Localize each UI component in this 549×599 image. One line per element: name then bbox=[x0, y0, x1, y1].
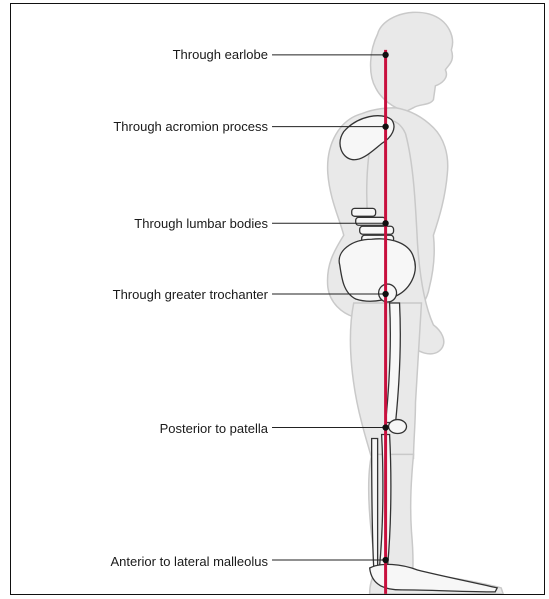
marker-patella bbox=[382, 424, 388, 430]
vertebra-bone bbox=[360, 226, 394, 234]
marker-acromion bbox=[382, 123, 388, 129]
marker-lumbar bbox=[382, 220, 388, 226]
posture-figure bbox=[11, 4, 544, 594]
vertebra-bone bbox=[352, 208, 376, 216]
label-malleolus: Anterior to lateral malleolus bbox=[110, 554, 268, 570]
patella-bone bbox=[389, 420, 407, 434]
pelvis-bone bbox=[339, 239, 415, 301]
label-acromion: Through acromion process bbox=[113, 119, 268, 135]
vertebra-bone bbox=[356, 217, 386, 225]
marker-trochanter bbox=[382, 291, 388, 297]
marker-malleolus bbox=[382, 557, 388, 563]
diagram-frame: Through earlobe Through acromion process… bbox=[10, 3, 545, 595]
label-earlobe: Through earlobe bbox=[173, 47, 268, 63]
foot-bone bbox=[370, 564, 498, 592]
label-patella: Posterior to patella bbox=[160, 421, 268, 437]
fibula-bone bbox=[372, 438, 378, 566]
body-silhouette bbox=[328, 12, 504, 594]
marker-earlobe bbox=[382, 52, 388, 58]
label-lumbar: Through lumbar bodies bbox=[134, 216, 268, 232]
label-trochanter: Through greater trochanter bbox=[113, 287, 268, 303]
